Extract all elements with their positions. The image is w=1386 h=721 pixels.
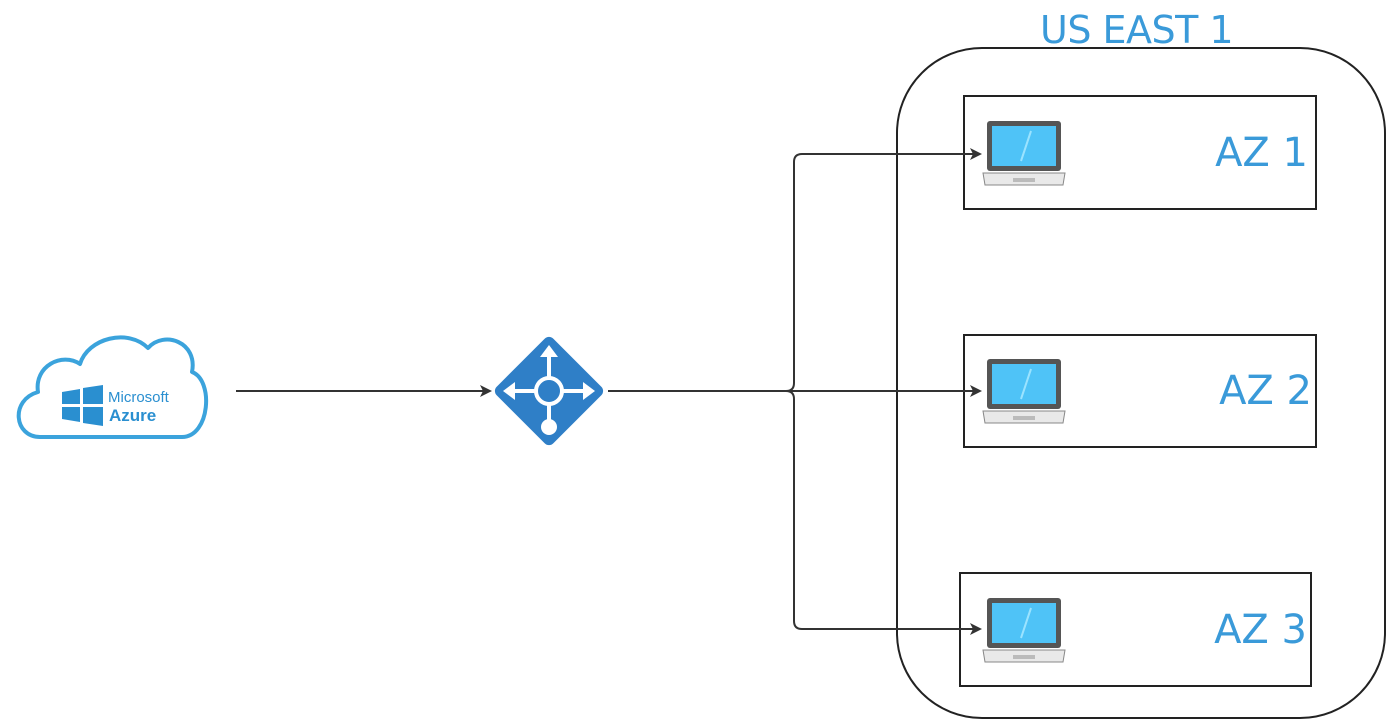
zone-label-az3: AZ 3 (1214, 607, 1307, 653)
zone-label-az1: AZ 1 (1215, 130, 1308, 176)
region-title: US EAST 1 (1040, 8, 1234, 52)
laptop-icon-az1 (982, 121, 1066, 186)
windows-logo-icon (62, 385, 103, 426)
cloud-brand-label: Microsoft (108, 389, 169, 406)
zone-label-az2: AZ 2 (1219, 368, 1312, 414)
zone-box-3 (959, 572, 1312, 687)
cloud-product-label: Azure (109, 406, 157, 425)
laptop-icon-az2 (982, 359, 1066, 424)
connector-router-to-az1 (785, 148, 982, 392)
laptop-icon-az3 (982, 598, 1066, 663)
region-container (896, 47, 1386, 719)
azure-cloud-icon (16, 335, 209, 439)
connector-router-to-az3 (785, 390, 982, 635)
load-balancer-icon (494, 336, 604, 446)
